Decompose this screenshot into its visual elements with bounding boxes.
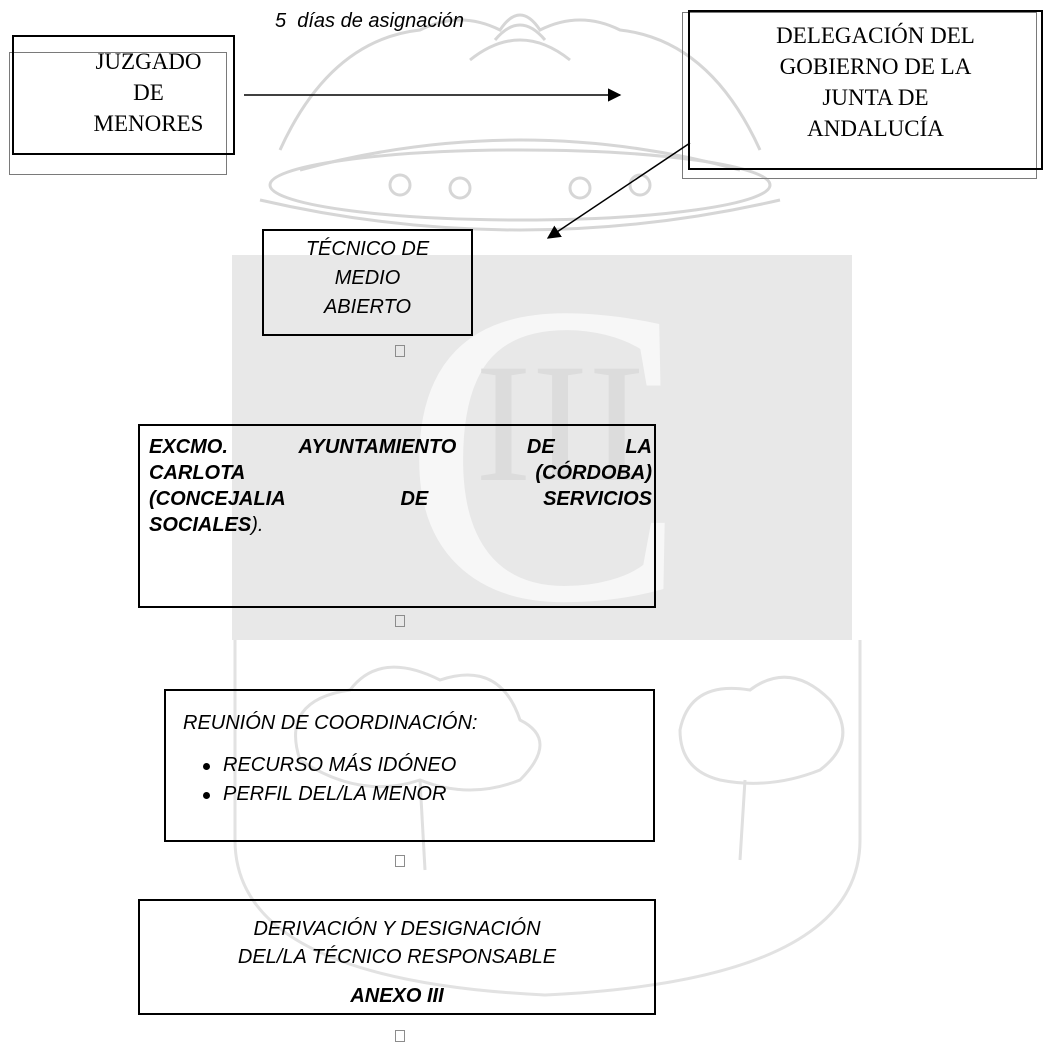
reunion-node: REUNIÓN DE COORDINACIÓN: RECURSO MÁS IDÓ… [164, 689, 655, 842]
word: AYUNTAMIENTO [298, 436, 457, 458]
reunion-item-label: PERFIL DEL/LA MENOR [223, 783, 447, 805]
juzgado-node: JUZGADO DE MENORES [12, 35, 235, 155]
juzgado-box-shadow [9, 52, 227, 175]
word: LA [625, 436, 652, 458]
watermark-initial: C [402, 216, 689, 692]
ayuntamiento-line-1: EXCMO. AYUNTAMIENTO DE LA [149, 434, 652, 460]
derivacion-line-2: DEL/LA TÉCNICO RESPONSABLE [237, 946, 557, 968]
ayuntamiento-node: EXCMO. AYUNTAMIENTO DE LA CARLOTA (CÓRDO… [138, 424, 656, 608]
word: DE [400, 488, 429, 510]
delegacion-box-shadow [682, 12, 1037, 179]
ayuntamiento-line-4: SOCIALES). [149, 512, 652, 538]
watermark-roman: III [475, 329, 645, 517]
delegacion-node: DELEGACIÓN DEL GOBIERNO DE LA JUNTA DE A… [688, 10, 1043, 170]
derivacion-node: DERIVACIÓN Y DESIGNACIÓN DEL/LA TÉCNICO … [138, 899, 656, 1015]
reunion-item-label: RECURSO MÁS IDÓNEO [223, 754, 457, 776]
missing-glyph-arrow-3 [395, 855, 405, 867]
reunion-title: REUNIÓN DE COORDINACIÓN: [183, 712, 478, 734]
ayuntamiento-line-2: CARLOTA (CÓRDOBA) [149, 460, 652, 486]
reunion-item-1: RECURSO MÁS IDÓNEO [183, 752, 653, 778]
missing-glyph-arrow-1 [395, 345, 405, 357]
ayuntamiento-line-3: (CONCEJALIA DE SERVICIOS [149, 486, 652, 512]
word: DE [526, 436, 555, 458]
edge-label-asignacion: 5 días de asignación [275, 10, 465, 32]
word: CARLOTA [149, 462, 246, 484]
word: (CÓRDOBA) [535, 462, 652, 484]
bullet-icon [203, 763, 210, 770]
reunion-item-2: PERFIL DEL/LA MENOR [183, 781, 653, 807]
missing-glyph-arrow-2 [395, 615, 405, 627]
derivacion-line-1: DERIVACIÓN Y DESIGNACIÓN [253, 918, 541, 940]
anexo-label: ANEXO III [350, 985, 444, 1007]
tecnico-node: TÉCNICO DE MEDIO ABIERTO [262, 229, 473, 336]
word-tail: ). [251, 514, 264, 536]
word: SERVICIOS [543, 488, 652, 510]
bullet-icon [203, 792, 210, 799]
arrow-delegacion-to-tecnico [546, 142, 691, 239]
word: EXCMO. [149, 436, 228, 458]
missing-glyph-arrow-4 [395, 1030, 405, 1042]
word: (CONCEJALIA [149, 488, 286, 510]
word: SOCIALES [149, 514, 252, 536]
